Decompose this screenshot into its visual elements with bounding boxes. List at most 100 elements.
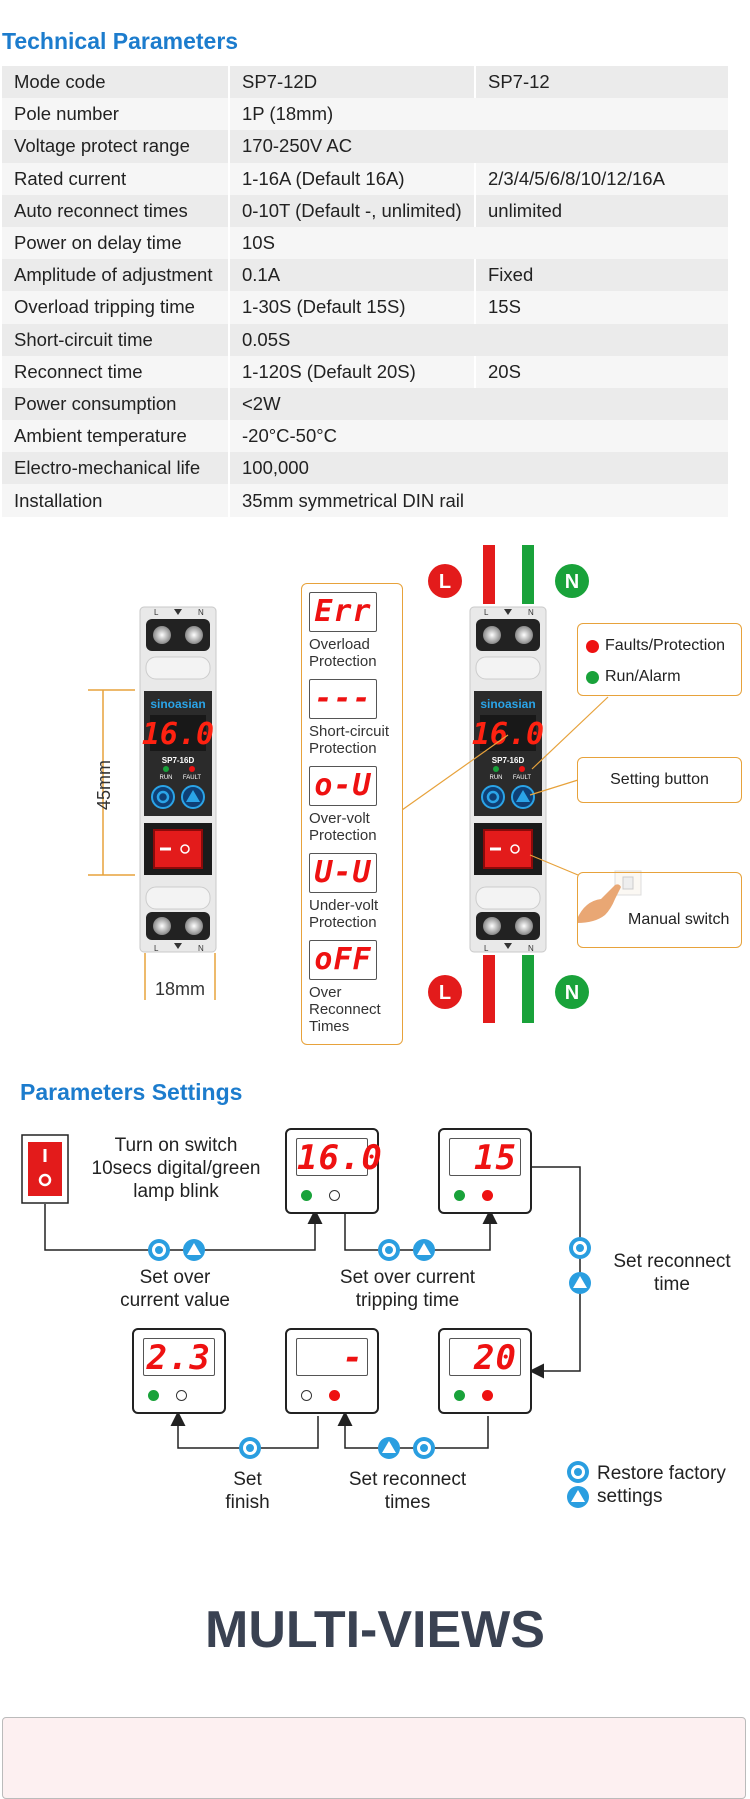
error-code-label: Over Reconnect Times — [309, 984, 381, 1035]
error-code-display: U-U — [309, 853, 377, 893]
svg-text:FAULT: FAULT — [183, 775, 202, 781]
svg-text:sinoasian: sinoasian — [150, 697, 205, 711]
svg-text:N: N — [528, 944, 534, 953]
display-value-3: 20 — [449, 1338, 521, 1377]
fault-led-icon — [482, 1390, 493, 1401]
spec-param-cell: Power consumption — [2, 387, 230, 421]
run-led-icon — [148, 1390, 159, 1401]
spec-value-cell: 1-120S (Default 20S) — [229, 355, 476, 388]
callout-lines — [401, 696, 609, 876]
spec-value-cell: -20°C-50°C — [229, 420, 730, 453]
error-code-label: Over-volt Protection — [309, 810, 377, 844]
error-code-display: --- — [309, 679, 377, 719]
wires — [483, 545, 534, 1023]
run-led-icon — [454, 1190, 465, 1201]
error-code-display: o-U — [309, 766, 377, 806]
spec-value-cell: 35mm symmetrical DIN rail — [229, 484, 730, 517]
set-button-icons-5 — [239, 1437, 261, 1459]
run-led-icon — [454, 1390, 465, 1401]
svg-text:N: N — [565, 982, 579, 1004]
spec-value-cell: 170-250V AC — [229, 130, 730, 163]
spec-param-cell: Reconnect time — [2, 355, 230, 388]
spec-param-cell: Installation — [2, 484, 230, 517]
display-unit-3: 20 — [438, 1328, 532, 1414]
display-unit-4: - — [285, 1328, 379, 1414]
manual-switch-label: Manual switch — [628, 911, 730, 928]
setting-button-callout: Setting button — [577, 757, 742, 803]
spec-value-cell: 1-30S (Default 15S) — [229, 291, 476, 324]
error-code-item: o-U Over-volt Protection — [309, 766, 399, 844]
multi-views-title: MULTI-VIEWS — [205, 1601, 545, 1659]
spec-value-cell: SP7-12 — [475, 66, 730, 99]
svg-text:L: L — [484, 944, 489, 953]
svg-text:L: L — [154, 944, 159, 953]
svg-text:N: N — [528, 608, 534, 617]
spec-row: Ambient temperature-20°C-50°C — [2, 420, 730, 453]
display-value-2: 15 — [449, 1138, 521, 1177]
height-dimension — [88, 689, 135, 876]
spec-param-cell: Voltage protect range — [2, 130, 230, 163]
width-dimension — [144, 953, 216, 1000]
spec-value-cell: 0.05S — [229, 323, 730, 356]
spec-param-cell: Amplitude of adjustment — [2, 259, 230, 292]
set-finish-label: Set finish — [225, 1469, 270, 1513]
run-label: Run/Alarm — [605, 668, 681, 685]
spec-value-cell: Fixed — [475, 259, 730, 292]
set-tripping-label: Set over current tripping time — [339, 1267, 476, 1311]
device-left: L N sinoasian 16.0 SP7-16D RUN FAULT L N — [139, 606, 217, 953]
settings-flow — [21, 1134, 591, 1508]
svg-text:sinoasian: sinoasian — [480, 697, 535, 711]
display-unit-1: 16.0 — [285, 1128, 383, 1214]
display-value-1: 16.0 — [296, 1138, 383, 1178]
restore-label: Restore factory settings — [597, 1463, 726, 1507]
spec-value-cell: 1-16A (Default 16A) — [229, 162, 476, 195]
svg-text:N: N — [198, 608, 204, 617]
error-code-display: oFF — [309, 940, 377, 980]
spec-value-cell: 15S — [475, 291, 730, 324]
spec-value-cell: 20S — [475, 355, 730, 388]
fault-led-icon — [329, 1390, 340, 1401]
fault-led-icon — [329, 1190, 340, 1201]
svg-text:L: L — [439, 571, 451, 593]
spec-value-cell: 100,000 — [229, 452, 730, 485]
power-switch-icon — [21, 1134, 69, 1204]
error-code-label: Overload Protection — [309, 636, 377, 670]
spec-param-cell: Power on delay time — [2, 226, 230, 260]
set-button-icons-3 — [569, 1237, 591, 1294]
svg-text:16.0: 16.0 — [142, 717, 214, 752]
spec-row: Power consumption<2W — [2, 387, 730, 421]
spec-value-cell: <2W — [229, 387, 730, 421]
faults-label: Faults/Protection — [605, 637, 726, 654]
set-button-icons-2 — [378, 1239, 435, 1261]
turn-on-label: Turn on switch 10secs digital/green lamp… — [91, 1135, 261, 1202]
hand-icon — [577, 870, 642, 923]
spec-value-cell: unlimited — [475, 194, 730, 227]
tech-title: Technical Parameters — [2, 28, 239, 54]
spec-param-cell: Electro-mechanical life — [2, 452, 230, 485]
svg-text:L: L — [484, 608, 489, 617]
svg-text:RUN: RUN — [160, 775, 173, 781]
run-led-icon — [301, 1190, 312, 1201]
multi-views-panel — [2, 1717, 746, 1799]
spec-value-cell: 10S — [229, 226, 730, 260]
spec-param-cell: Mode code — [2, 66, 230, 99]
spec-param-cell: Ambient temperature — [2, 420, 230, 453]
display-unit-5: 2.3 — [132, 1328, 226, 1414]
fault-led-icon — [482, 1190, 493, 1201]
device-diagram: 45mm 18mm L N sinoasian 16.0 SP7-16D RUN… — [88, 545, 642, 1023]
device-right: L N sinoasian 16.0 SP7-16D RUN FAULT L N — [469, 606, 547, 953]
spec-value-cell: 0-10T (Default -, unlimited) — [229, 194, 476, 227]
restore-icons — [567, 1461, 589, 1508]
svg-text:N: N — [198, 944, 204, 953]
spec-value-cell: SP7-12D — [229, 66, 476, 99]
